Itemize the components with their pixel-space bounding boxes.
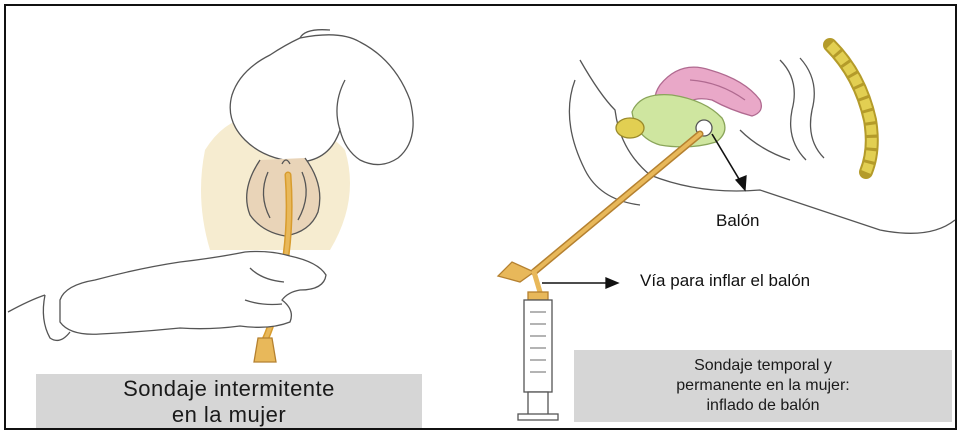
caption-intermittent: Sondaje intermitente en la mujer [36,374,422,428]
upper-glove-icon [230,35,413,165]
left-illustration [8,30,413,362]
labia [247,158,320,236]
caption-permanent: Sondaje temporal y permanente en la muje… [574,350,952,422]
lower-glove-icon [60,252,326,335]
catheter-funnel-right [498,262,534,282]
balloon-pointer [712,134,742,184]
body-outline [580,60,955,233]
caption-line: permanente en la mujer: [574,376,952,396]
caption-line: inflado de balón [574,396,952,416]
catheter-funnel-left [254,338,276,362]
syringe-icon [518,292,558,420]
pubic-bone [616,118,644,138]
caption-line: Sondaje temporal y [574,356,952,376]
balloon-label: Balón [716,211,759,231]
bladder [632,95,725,147]
caption-line: Sondaje intermitente [36,376,422,402]
inflation-port-label: Vía para inflar el balón [640,271,810,291]
caption-line: en la mujer [36,402,422,428]
